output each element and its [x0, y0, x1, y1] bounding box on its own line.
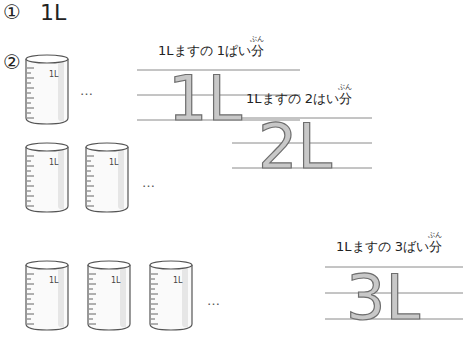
- cup-label: 1L: [109, 159, 119, 167]
- measuring-cup: 1L: [24, 54, 70, 126]
- caption-text: 1Lますの 1ぱい分: [158, 44, 264, 57]
- trace-letters: 1L: [168, 68, 242, 130]
- cup-outline: [24, 260, 70, 332]
- cup-outline: [148, 260, 194, 332]
- furigana: ぶん: [338, 84, 352, 91]
- measuring-cup: 1L: [148, 260, 194, 332]
- cup-outline: [24, 142, 70, 214]
- furigana: ぶん: [428, 232, 442, 239]
- cup-outline: [24, 54, 70, 126]
- trace-letters: 2L: [258, 116, 332, 178]
- measuring-cup: 1L: [86, 260, 132, 332]
- cup-label: 1L: [49, 159, 59, 167]
- cup-label: 1L: [49, 277, 59, 285]
- ellipsis: …: [207, 294, 220, 307]
- caption-text: 1Lますの 3ばい分: [336, 240, 442, 253]
- ellipsis: …: [80, 84, 93, 97]
- trace-letters: 3L: [346, 267, 420, 329]
- ellipsis: …: [142, 176, 155, 189]
- item-number: ①: [3, 2, 21, 22]
- cup-label: 1L: [111, 277, 121, 285]
- cup-outline: [84, 142, 130, 214]
- cup-label: 1L: [173, 277, 183, 285]
- measuring-cup: 1L: [84, 142, 130, 214]
- measuring-cup: 1L: [24, 260, 70, 332]
- item-number: ②: [3, 52, 21, 72]
- answer-text: 1L: [40, 2, 66, 24]
- cup-outline: [86, 260, 132, 332]
- measuring-cup: 1L: [24, 142, 70, 214]
- caption-text: 1Lますの 2はい分: [246, 92, 352, 105]
- furigana: ぶん: [250, 36, 264, 43]
- cup-label: 1L: [49, 71, 59, 79]
